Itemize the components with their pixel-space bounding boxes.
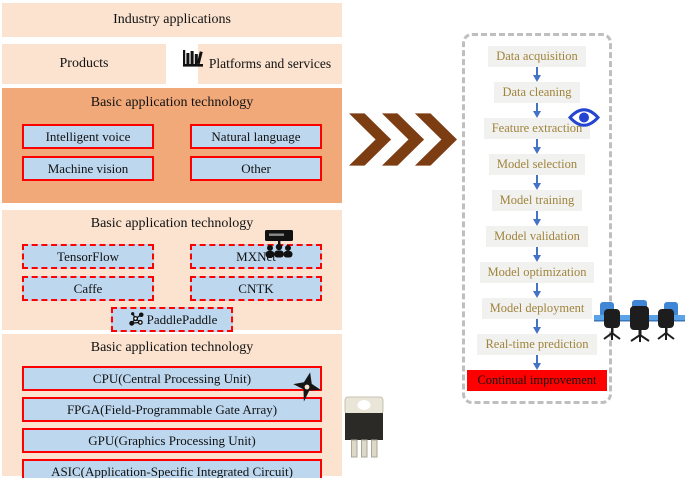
down-arrow-icon (533, 283, 541, 298)
shuriken-star-icon (292, 371, 322, 403)
flow-step-model-deployment: Model deployment (481, 298, 593, 319)
hardware-box-fpga: FPGA(Field-Programmable Gate Array) (22, 397, 322, 422)
framework-grid: TensorFlow MXNet Caffe CNTK (22, 244, 322, 301)
molecule-icon (127, 310, 146, 329)
ml-pipeline-flowchart: Data acquisition Data cleaning Feature e… (462, 33, 612, 404)
flow-step-model-training: Model training (491, 190, 583, 211)
down-arrow-icon (533, 319, 541, 334)
down-arrow-icon (533, 211, 541, 226)
application-tech-grid: Intelligent voice Natural language Machi… (22, 124, 322, 181)
flow-step-model-selection: Model selection (488, 154, 586, 175)
industry-applications-label: Industry applications (113, 12, 231, 27)
conference-table-icon (594, 296, 685, 342)
framework-box-tensorflow: TensorFlow (22, 244, 154, 269)
transistor-icon (341, 396, 387, 458)
bookshelf-icon (183, 48, 205, 68)
section-hardware-technology: Basic application technology CPU(Central… (2, 334, 342, 478)
flow-step-model-optimization: Model optimization (479, 262, 595, 283)
framework-box-caffe: Caffe (22, 276, 154, 301)
flow-step-data-cleaning: Data cleaning (494, 82, 580, 103)
flow-step-model-validation: Model validation (486, 226, 588, 247)
products-label: Products (59, 56, 109, 71)
tech-box-other: Other (190, 156, 322, 181)
down-arrow-icon (533, 139, 541, 154)
section-application-technology: Basic application technology Intelligent… (2, 88, 342, 203)
flow-step-real-time-prediction: Real-time prediction (477, 334, 597, 355)
framework-label: PaddlePaddle (146, 311, 218, 327)
framework-box-cntk: CNTK (190, 276, 322, 301)
products-box: Products (2, 44, 166, 84)
down-arrow-icon (533, 175, 541, 190)
hardware-box-cpu: CPU(Central Processing Unit) (22, 366, 322, 391)
framework-box-paddlepaddle: PaddlePaddle (111, 307, 233, 332)
section-framework-technology: Basic application technology TensorFlow … (2, 210, 342, 332)
tech-box-intelligent-voice: Intelligent voice (22, 124, 154, 149)
industry-applications-box: Industry applications (2, 3, 342, 37)
flow-step-data-acquisition: Data acquisition (488, 46, 586, 67)
section-title: Basic application technology (90, 95, 254, 110)
flow-step-feature-extraction: Feature extraction (483, 118, 591, 139)
hardware-box-asic: ASIC(Application-Specific Integrated Cir… (22, 459, 322, 478)
framework-box-mxnet: MXNet (190, 244, 322, 269)
down-arrow-icon (533, 247, 541, 262)
tech-box-machine-vision: Machine vision (22, 156, 154, 181)
flow-step-continual-improvement: Continual improvement (467, 370, 607, 391)
platforms-services-box: Platforms and services (198, 44, 342, 84)
down-arrow-icon (533, 67, 541, 82)
section-title: Basic application technology (90, 340, 254, 355)
triple-chevron-arrow-icon (349, 111, 457, 168)
tech-box-natural-language: Natural language (190, 124, 322, 149)
down-arrow-icon (533, 103, 541, 118)
paddlepaddle-row: PaddlePaddle (2, 307, 342, 332)
section-title: Basic application technology (90, 216, 254, 231)
down-arrow-icon (533, 355, 541, 370)
presentation-training-icon (260, 230, 297, 259)
hardware-box-gpu: GPU(Graphics Processing Unit) (22, 428, 322, 453)
hardware-stack: CPU(Central Processing Unit) FPGA(Field-… (22, 366, 322, 478)
eye-icon (568, 106, 600, 129)
platforms-services-label: Platforms and services (208, 56, 332, 71)
